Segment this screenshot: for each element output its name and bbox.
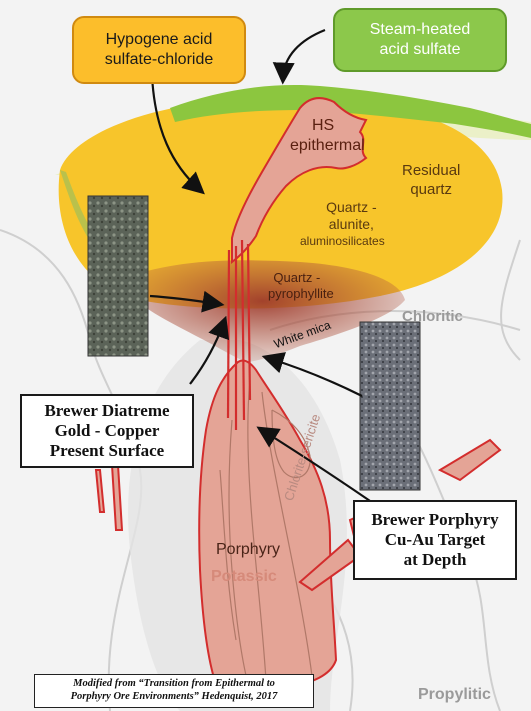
label-quartz-pyrophyllite: Quartz - pyrophyllite — [268, 270, 334, 302]
hypogene-callout: Hypogene acid sulfate-chloride — [72, 16, 246, 84]
credit-line-1: Modified from “Transition from Epitherma… — [35, 677, 313, 690]
label-quartz-alunite: Quartz - alunite, aluminosilicates — [318, 199, 385, 250]
core-photo-icon — [88, 196, 148, 356]
label-porphyry: Porphyry — [216, 541, 280, 559]
diatreme-line-3: Present Surface — [22, 441, 192, 461]
credit-line-2: Porphyry Ore Environments” Hedenquist, 2… — [35, 690, 313, 703]
label-propylitic: Propylitic — [418, 686, 491, 704]
diatreme-box: Brewer Diatreme Gold - Copper Present Su… — [20, 394, 194, 468]
target-line-1: Brewer Porphyry — [355, 510, 515, 530]
target-line-2: Cu-Au Target — [355, 530, 515, 550]
source-credit: Modified from “Transition from Epitherma… — [34, 674, 314, 708]
steam-heated-callout: Steam-heated acid sulfate — [333, 8, 507, 72]
steam-line-1: Steam-heated — [370, 20, 471, 40]
diatreme-line-2: Gold - Copper — [22, 421, 192, 441]
target-line-3: at Depth — [355, 550, 515, 570]
label-hs-epithermal: HS epithermal — [290, 116, 365, 156]
label-chloritic: Chloritic — [402, 308, 463, 325]
steam-line-2: acid sulfate — [380, 40, 461, 60]
label-potassic: Potassic — [211, 568, 277, 586]
diatreme-line-1: Brewer Diatreme — [22, 401, 192, 421]
core-photo-icon — [360, 322, 420, 490]
hypogene-line-2: sulfate-chloride — [105, 50, 214, 70]
target-box: Brewer Porphyry Cu-Au Target at Depth — [353, 500, 517, 580]
hypogene-line-1: Hypogene acid — [106, 30, 213, 50]
label-residual-quartz: Residual quartz — [402, 161, 460, 199]
